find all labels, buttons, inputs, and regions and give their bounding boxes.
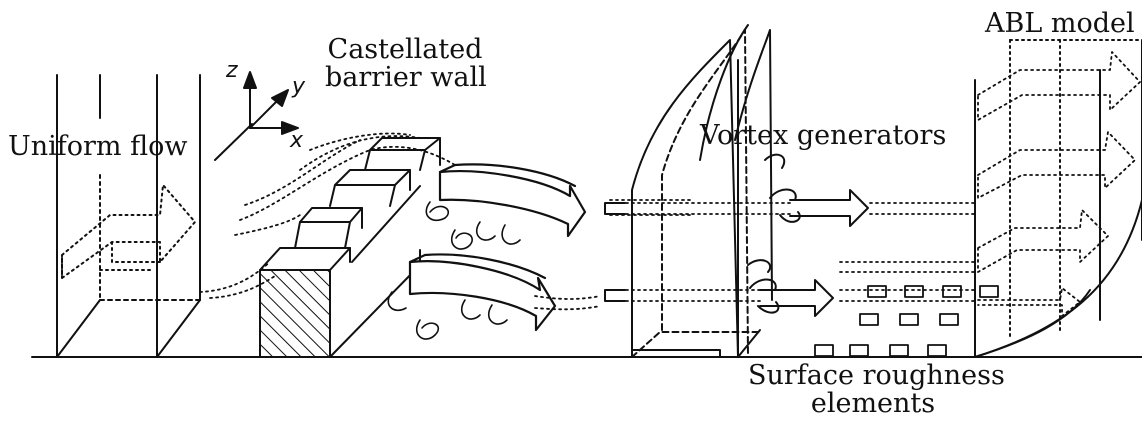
flow-arrows-wall xyxy=(408,163,587,332)
axis-y-label: y xyxy=(292,74,306,99)
vortex-generators-label: Vortex generators xyxy=(700,120,947,151)
vortex-generators xyxy=(631,24,773,358)
flow-arrows-vg xyxy=(604,153,869,317)
vg-streamlines xyxy=(619,202,976,302)
castellated-barrier-wall-label: Castellated barrier wall xyxy=(325,34,487,94)
roughness-label-line1: Surface roughness xyxy=(748,360,1005,391)
roughness-label-line2: elements xyxy=(810,388,936,420)
streamlines xyxy=(199,132,691,311)
coordinate-axes xyxy=(214,71,299,161)
abl-model-label: ABL model xyxy=(985,8,1135,39)
axis-x-label: x xyxy=(290,128,304,153)
uniform-flow-arrow xyxy=(61,184,196,279)
castellated-label-line2: barrier wall xyxy=(325,62,487,94)
abl-arrows xyxy=(977,51,1141,317)
surface-roughness-elements xyxy=(814,285,999,357)
uniform-flow-frame xyxy=(56,74,201,358)
uniform-flow-label: Uniform flow xyxy=(8,131,188,162)
castellated-barrier-wall xyxy=(259,137,441,358)
surface-roughness-label: Surface roughness elements xyxy=(748,360,1005,420)
wall-vortices xyxy=(387,201,521,340)
castellated-label-line1: Castellated xyxy=(327,34,483,65)
axis-z-label: z xyxy=(226,58,238,83)
abl-model xyxy=(974,39,1142,358)
